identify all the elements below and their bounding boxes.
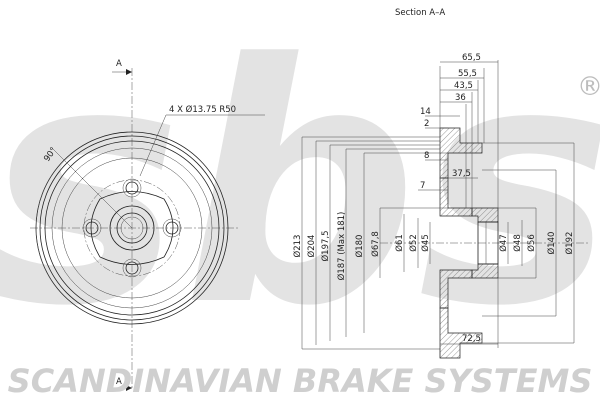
- dim-56: Ø56: [526, 234, 537, 252]
- stud-boss-left: [82, 218, 102, 238]
- stud-boss-right: [162, 218, 182, 238]
- dim-204: Ø204: [306, 235, 317, 258]
- dim-375: 37,5: [452, 169, 471, 179]
- watermark-logo: sbs ®: [0, 0, 600, 378]
- dim-7: 7: [420, 181, 425, 191]
- hub-flange-outline: [90, 191, 174, 265]
- stud-hole-top: [125, 181, 139, 195]
- dim-8: 8: [424, 151, 429, 161]
- dim-1975: Ø197,5: [320, 230, 331, 261]
- stud-boss-bottom: [122, 258, 142, 278]
- flange-circle: [61, 157, 203, 299]
- section-marker-top: A: [116, 59, 122, 69]
- section-marker-bottom-arrow: [126, 385, 132, 391]
- stud-hole-left: [85, 221, 99, 235]
- dim-555: 55,5: [458, 69, 477, 79]
- angle-leader: [51, 147, 133, 229]
- dim-61: Ø61: [394, 234, 405, 252]
- drum-braking-circle: [44, 140, 220, 316]
- dim-435: 43,5: [454, 81, 473, 91]
- dim-213: Ø213: [292, 235, 303, 258]
- dim-48: Ø48: [512, 234, 523, 252]
- dim-655: 65,5: [462, 53, 481, 63]
- section-marker-top-arrow: [126, 69, 132, 75]
- stud-hole-bottom: [125, 261, 139, 275]
- dim-678: Ø67,8: [370, 231, 381, 257]
- dim-36: 36: [455, 93, 466, 103]
- stud-boss-top: [122, 178, 142, 198]
- dim-187: Ø187 (Max 181): [336, 212, 347, 281]
- bolt-circle: [83, 179, 181, 277]
- dim-45: Ø45: [420, 234, 431, 252]
- left-diameter-dimensions: Ø213 Ø204 Ø197,5 Ø187 (Max 181) Ø180 Ø67…: [292, 136, 448, 350]
- stud-hole-right: [165, 221, 179, 235]
- hub-bore-inner: [120, 216, 144, 240]
- dim-192: Ø192: [564, 232, 575, 255]
- hub-bore-circle: [116, 212, 148, 244]
- hub-outer-circle: [109, 205, 155, 251]
- watermark-logo-text: sbs: [0, 0, 600, 378]
- drum-inner-circle: [51, 147, 213, 309]
- watermark-tagline: SCANDINAVIAN BRAKE SYSTEMS: [8, 362, 593, 400]
- drum-outer-circle-2: [39, 135, 225, 321]
- section-view: Section A–A 65,5 55,5 43,5 36 14 2 8 37,…: [380, 8, 590, 359]
- right-diameter-dimensions: Ø47 Ø48 Ø56 Ø140 Ø192: [482, 142, 575, 344]
- dim-52: Ø52: [408, 234, 419, 252]
- dim-140: Ø140: [546, 232, 557, 255]
- front-view: 90° 4 X Ø13.75 R50 A A: [30, 59, 265, 391]
- dim-180: Ø180: [354, 235, 365, 258]
- hole-callout-leader: [139, 114, 167, 177]
- dim-14: 14: [420, 107, 431, 117]
- dim-2: 2: [424, 119, 429, 129]
- hub-bore: [477, 221, 499, 265]
- registered-mark: ®: [577, 72, 600, 102]
- section-marker-bottom: A: [116, 377, 122, 387]
- angle-arc: [35, 174, 53, 282]
- hole-callout: 4 X Ø13.75 R50: [169, 104, 236, 115]
- dim-725: 72,5: [462, 334, 481, 344]
- section-title: Section A–A: [395, 8, 445, 18]
- dim-47: Ø47: [498, 234, 509, 252]
